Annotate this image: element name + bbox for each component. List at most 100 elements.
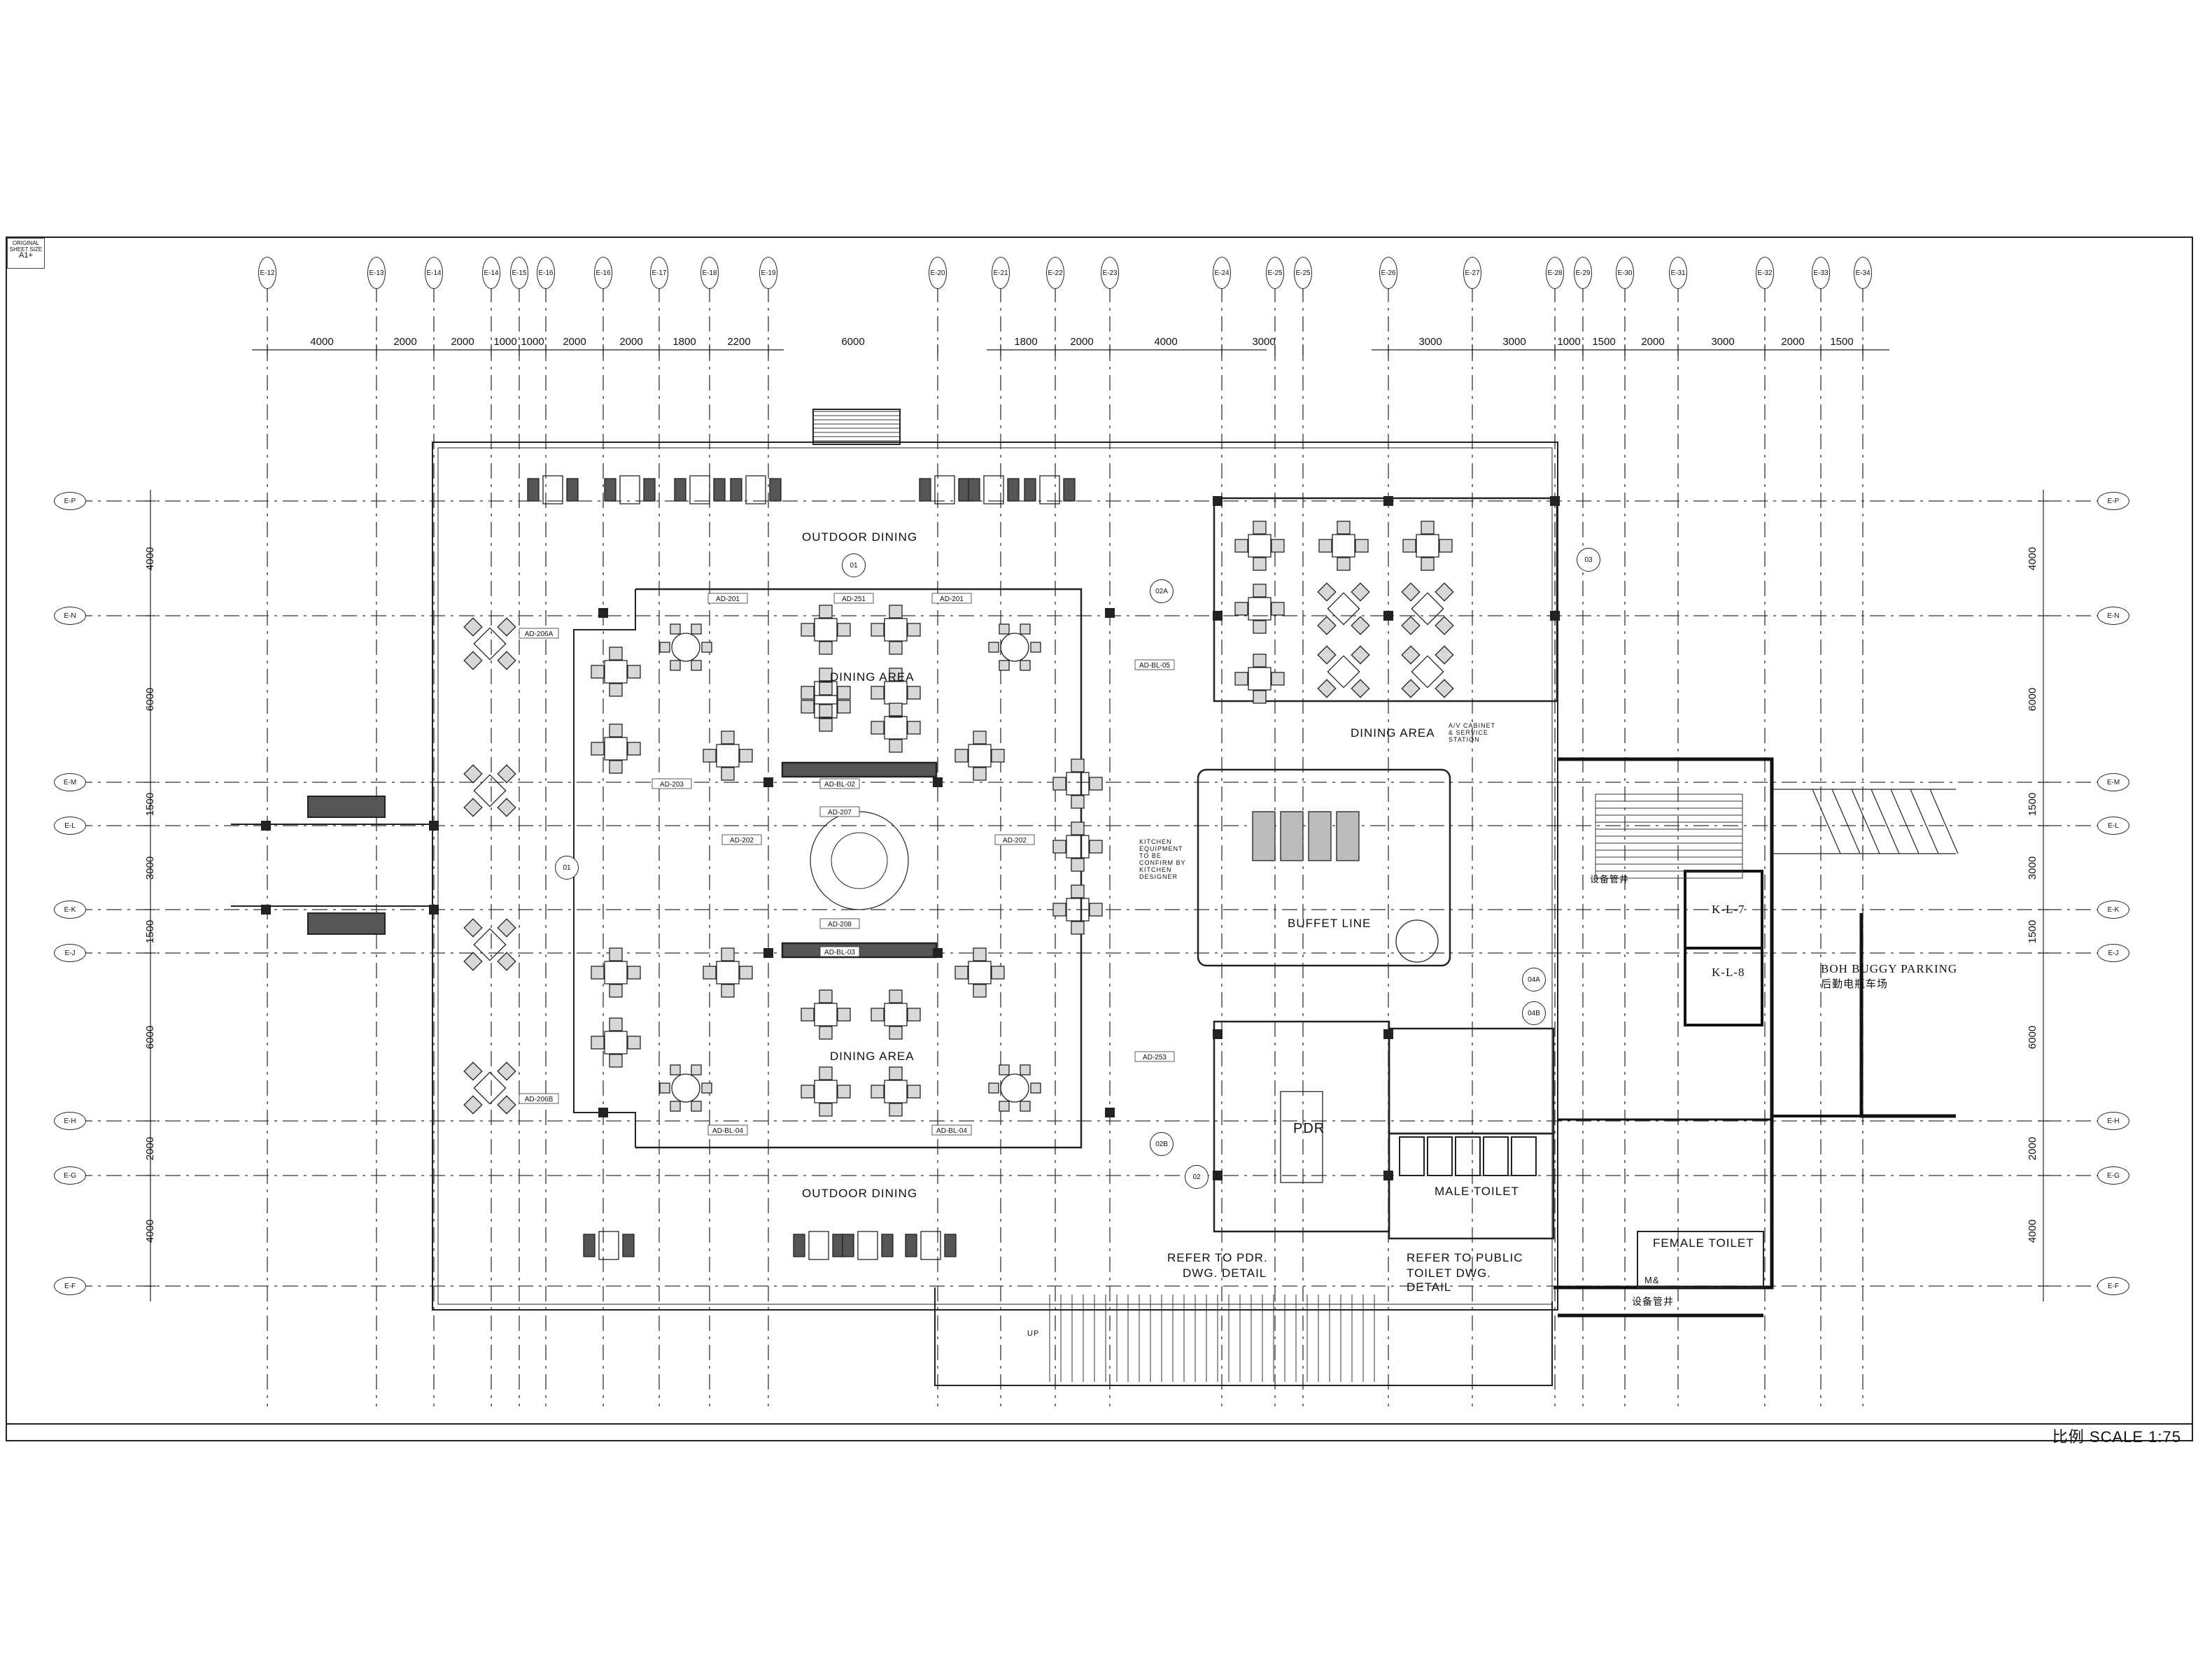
chair (721, 947, 735, 961)
grid-bubble-col: E-23 (1101, 257, 1119, 289)
dimension-row: 1500 (144, 792, 157, 817)
dimension-col: 2000 (619, 336, 643, 348)
lounge-chair (919, 478, 931, 502)
table (604, 1031, 628, 1054)
chair (497, 1061, 516, 1081)
chair (1234, 672, 1248, 686)
parking-hatch (1772, 789, 1959, 854)
chair (659, 642, 670, 653)
section-callout: 01 (842, 553, 866, 577)
chair (837, 686, 851, 700)
structural-column (261, 821, 271, 831)
grid-bubble-row: E-N (2097, 607, 2129, 625)
table (814, 618, 838, 642)
grid-bubble-col: E-12 (258, 257, 276, 289)
chair (871, 686, 885, 700)
table (814, 1080, 838, 1103)
dimension-col: 1800 (672, 336, 696, 348)
outdoor-dining-bottom-label: OUTDOOR DINING (802, 1187, 918, 1200)
grid-bubble-row: E-G (2097, 1166, 2129, 1185)
kitchen-equipment (1252, 811, 1276, 861)
grid-bubble-col: E-16 (537, 257, 555, 289)
table (857, 1231, 878, 1260)
dimension-col: 1000 (493, 336, 517, 348)
chair (819, 1103, 833, 1117)
chair (819, 704, 833, 718)
lounge-chair (944, 1234, 957, 1257)
chair (801, 623, 815, 637)
dimension-row: 6000 (144, 687, 157, 712)
chair (837, 623, 851, 637)
chair (1253, 654, 1267, 668)
dining-area-3-label: DINING AREA (1351, 726, 1435, 740)
chair (1351, 645, 1370, 665)
round-table (1000, 1073, 1029, 1103)
structural-column (261, 905, 271, 915)
chair (1435, 616, 1454, 635)
chair (463, 918, 483, 938)
furniture-tag: AD-203 (660, 781, 684, 789)
grid-bubble-row: E-J (2097, 944, 2129, 962)
table (473, 1071, 507, 1105)
chair (1071, 884, 1085, 898)
dining-area-1-label: DINING AREA (830, 670, 915, 684)
tag-box (519, 1093, 559, 1104)
grid-bubble-col: E-30 (1616, 257, 1634, 289)
furniture-tag: AD-201 (716, 595, 740, 603)
chair (609, 1054, 623, 1068)
table (884, 716, 908, 740)
table (884, 681, 908, 705)
dimension-col: 1000 (521, 336, 544, 348)
central-dome (810, 811, 909, 910)
chair (463, 764, 483, 784)
furniture-tag: AD-253 (1143, 1054, 1167, 1061)
dimension-row: 4000 (144, 1219, 157, 1243)
chair (1337, 521, 1351, 535)
chair (889, 739, 903, 753)
tag-box (1134, 1051, 1175, 1062)
hatch-line (1929, 789, 1959, 854)
chair (973, 947, 987, 961)
grid-bubble-col: E-20 (929, 257, 947, 289)
table (604, 660, 628, 684)
chair (1030, 1082, 1041, 1094)
section-callout: 02B (1150, 1132, 1174, 1156)
pdr-label: PDR (1293, 1121, 1325, 1136)
dimension-col: 3000 (1502, 336, 1526, 348)
chair (497, 1095, 516, 1115)
chair (627, 1036, 641, 1050)
chair (907, 721, 921, 735)
grid-bubble-col: E-13 (367, 257, 386, 289)
section-callout: 04A (1522, 968, 1546, 991)
tag-box (721, 834, 762, 845)
chair (973, 984, 987, 998)
lounge-chair (566, 478, 579, 502)
outdoor-dining-top-label: OUTDOOR DINING (802, 530, 918, 544)
grid-bubble-row: E-L (54, 817, 86, 835)
hatch-line (1890, 789, 1919, 854)
table (1248, 597, 1271, 621)
chair (497, 952, 516, 971)
grid-bubble-col: E-24 (1213, 257, 1231, 289)
table (1411, 592, 1444, 626)
chair (801, 1008, 815, 1022)
table (473, 928, 507, 961)
chair (1318, 539, 1332, 553)
chair (907, 686, 921, 700)
chair (691, 660, 702, 671)
dimension-col: 1800 (1014, 336, 1038, 348)
round-table (1000, 633, 1029, 662)
dimension-col: 3000 (1418, 336, 1442, 348)
chair (1234, 539, 1248, 553)
equipment-shaft-2-label: 设备管井 (1590, 874, 1630, 884)
chair (691, 623, 702, 635)
beam-top (781, 761, 938, 778)
chair (1351, 616, 1370, 635)
boh-buggy-parking-cn-label: 后勤电瓶车场 (1821, 978, 1889, 990)
tag-box (819, 806, 860, 817)
chair (609, 760, 623, 774)
grid-bubble-row: E-P (54, 492, 86, 510)
chair (609, 647, 623, 661)
grid-bubble-col: E-19 (759, 257, 777, 289)
chair (1253, 584, 1267, 598)
